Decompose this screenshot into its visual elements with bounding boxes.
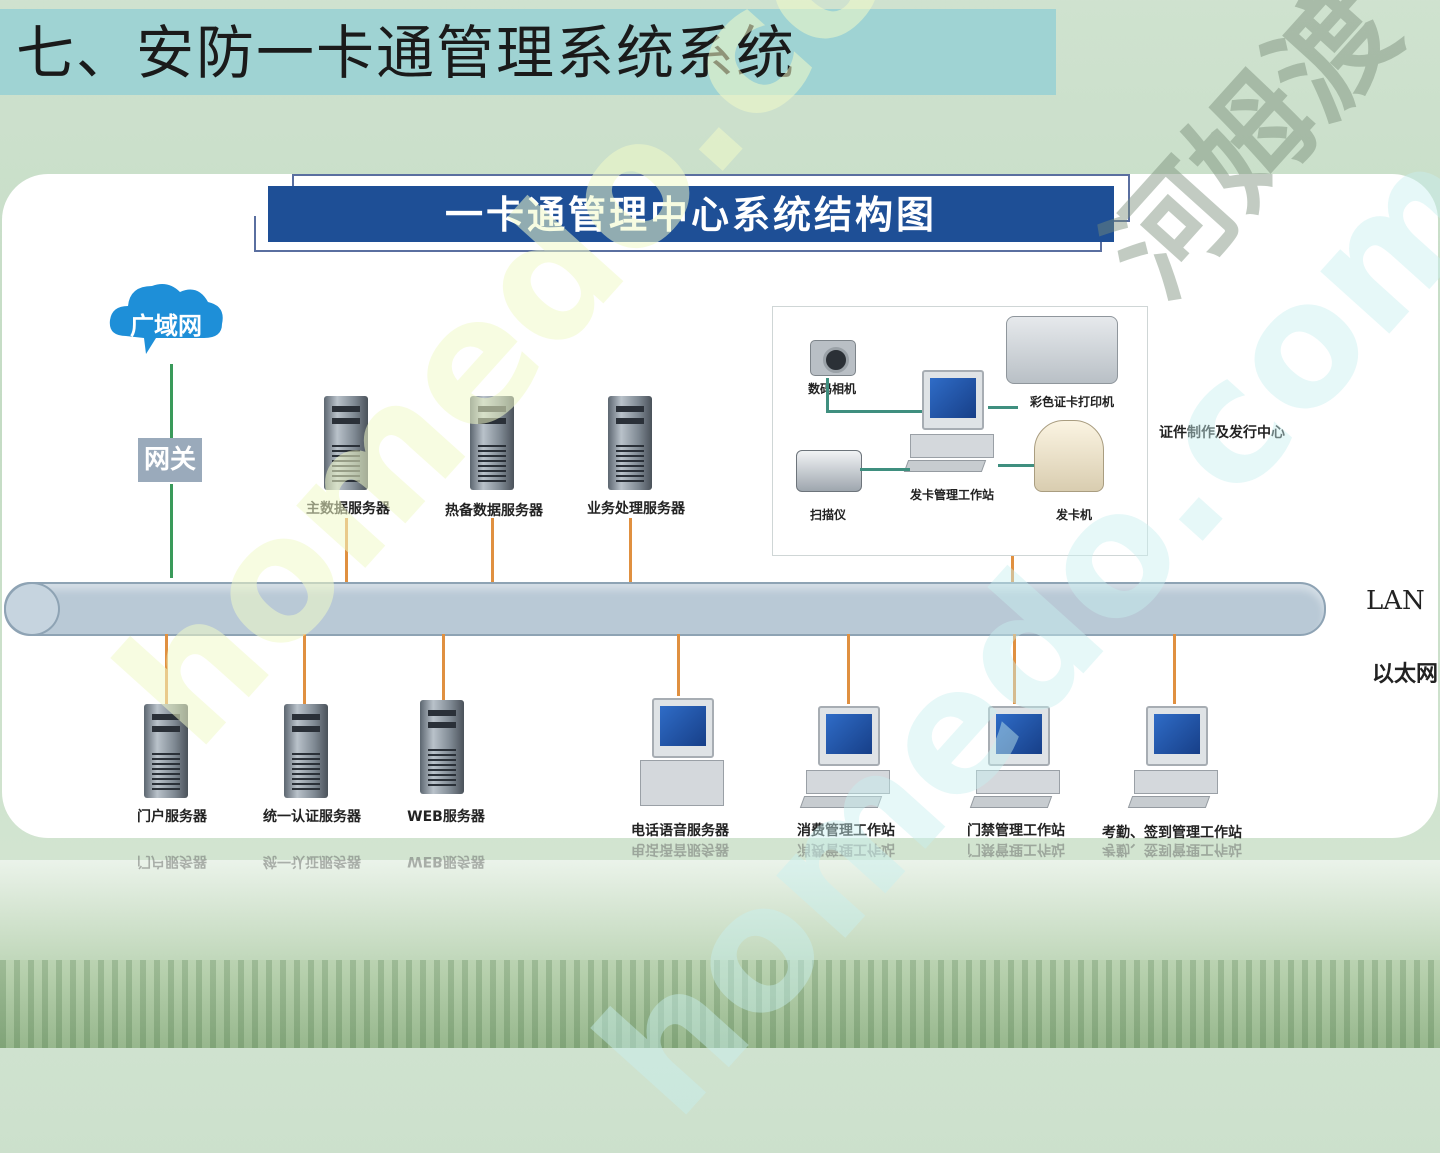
background-grass (0, 960, 1440, 1048)
label-reflection: WEB服务器 (407, 853, 485, 869)
bottom-node-label: 消费管理工作站 (797, 823, 895, 839)
workstation-icon (1127, 706, 1220, 810)
ethernet-label: 以太网 (1372, 662, 1439, 687)
card-issuer-label: 发卡机 (1055, 508, 1093, 522)
server-lan-link (345, 518, 348, 582)
top-server-label: 主数据服务器 (306, 501, 390, 517)
camera-link (826, 410, 922, 413)
top-server-label: 热备数据服务器 (445, 503, 543, 519)
server-icon (470, 396, 514, 490)
card-issuer-link (998, 464, 1034, 467)
workstation-icon (903, 370, 996, 474)
server-icon (284, 704, 328, 798)
scanner-label: 扫描仪 (809, 508, 847, 522)
server-lan-link (491, 518, 494, 582)
scanner-link (860, 468, 910, 471)
node-lan-link (677, 634, 680, 696)
top-server-label: 业务处理服务器 (587, 501, 685, 517)
server-icon (420, 700, 464, 794)
slide-title-bar: 七、安防一卡通管理系统系统 (0, 9, 1056, 95)
camera-label: 数码相机 (807, 382, 857, 396)
background-reflection-band (0, 860, 1440, 1048)
bottom-node-label: 门禁管理工作站 (967, 823, 1065, 839)
server-icon (144, 704, 188, 798)
node-lan-link (165, 634, 168, 704)
workstation-icon (799, 706, 892, 810)
issue-center-lan-link (1011, 556, 1014, 582)
printer-label: 彩色证卡打印机 (1029, 395, 1115, 409)
server-icon (608, 396, 652, 490)
printer-link (988, 406, 1018, 409)
issue-center-label: 证件制作及发行中心 (1159, 425, 1285, 441)
cloud-icon (109, 284, 223, 354)
gateway-lan-link (170, 484, 173, 578)
camera-icon (810, 340, 856, 376)
bottom-node-label: 电话语音服务器 (631, 823, 729, 839)
wan-gateway-link (170, 364, 173, 438)
label-reflection: 统一认证服务器 (263, 853, 361, 869)
gateway-label: 网关 (138, 438, 202, 482)
camera-link (826, 378, 829, 412)
lan-bus-end (4, 582, 60, 636)
workstation-label: 发卡管理工作站 (909, 488, 995, 502)
bottom-node-label: 考勤、签到管理工作站 (1102, 825, 1242, 841)
slide-title: 七、安防一卡通管理系统系统 (16, 19, 797, 87)
server-icon (324, 396, 368, 490)
label-reflection: 门户服务器 (137, 853, 207, 869)
card-issuer-icon (1034, 420, 1104, 492)
voice-server-icon (636, 698, 726, 808)
wan-label: 广域网 (130, 312, 202, 340)
bottom-node-label: WEB服务器 (407, 809, 485, 825)
printer-icon (1006, 316, 1118, 384)
scanner-icon (796, 450, 862, 492)
bottom-node-label: 门户服务器 (137, 809, 207, 825)
lan-label: LAN (1366, 586, 1425, 616)
lan-bus (4, 582, 1326, 636)
diagram-title: 一卡通管理中心系统结构图 (268, 186, 1114, 242)
workstation-icon (969, 706, 1062, 810)
node-lan-link (442, 634, 445, 700)
node-lan-link (303, 634, 306, 704)
node-lan-link (847, 634, 850, 704)
server-lan-link (629, 518, 632, 582)
label-reflection: 考勤、签到管理工作站 (1102, 841, 1242, 857)
node-lan-link (1013, 634, 1016, 704)
bottom-node-label: 统一认证服务器 (263, 809, 361, 825)
node-lan-link (1173, 634, 1176, 704)
